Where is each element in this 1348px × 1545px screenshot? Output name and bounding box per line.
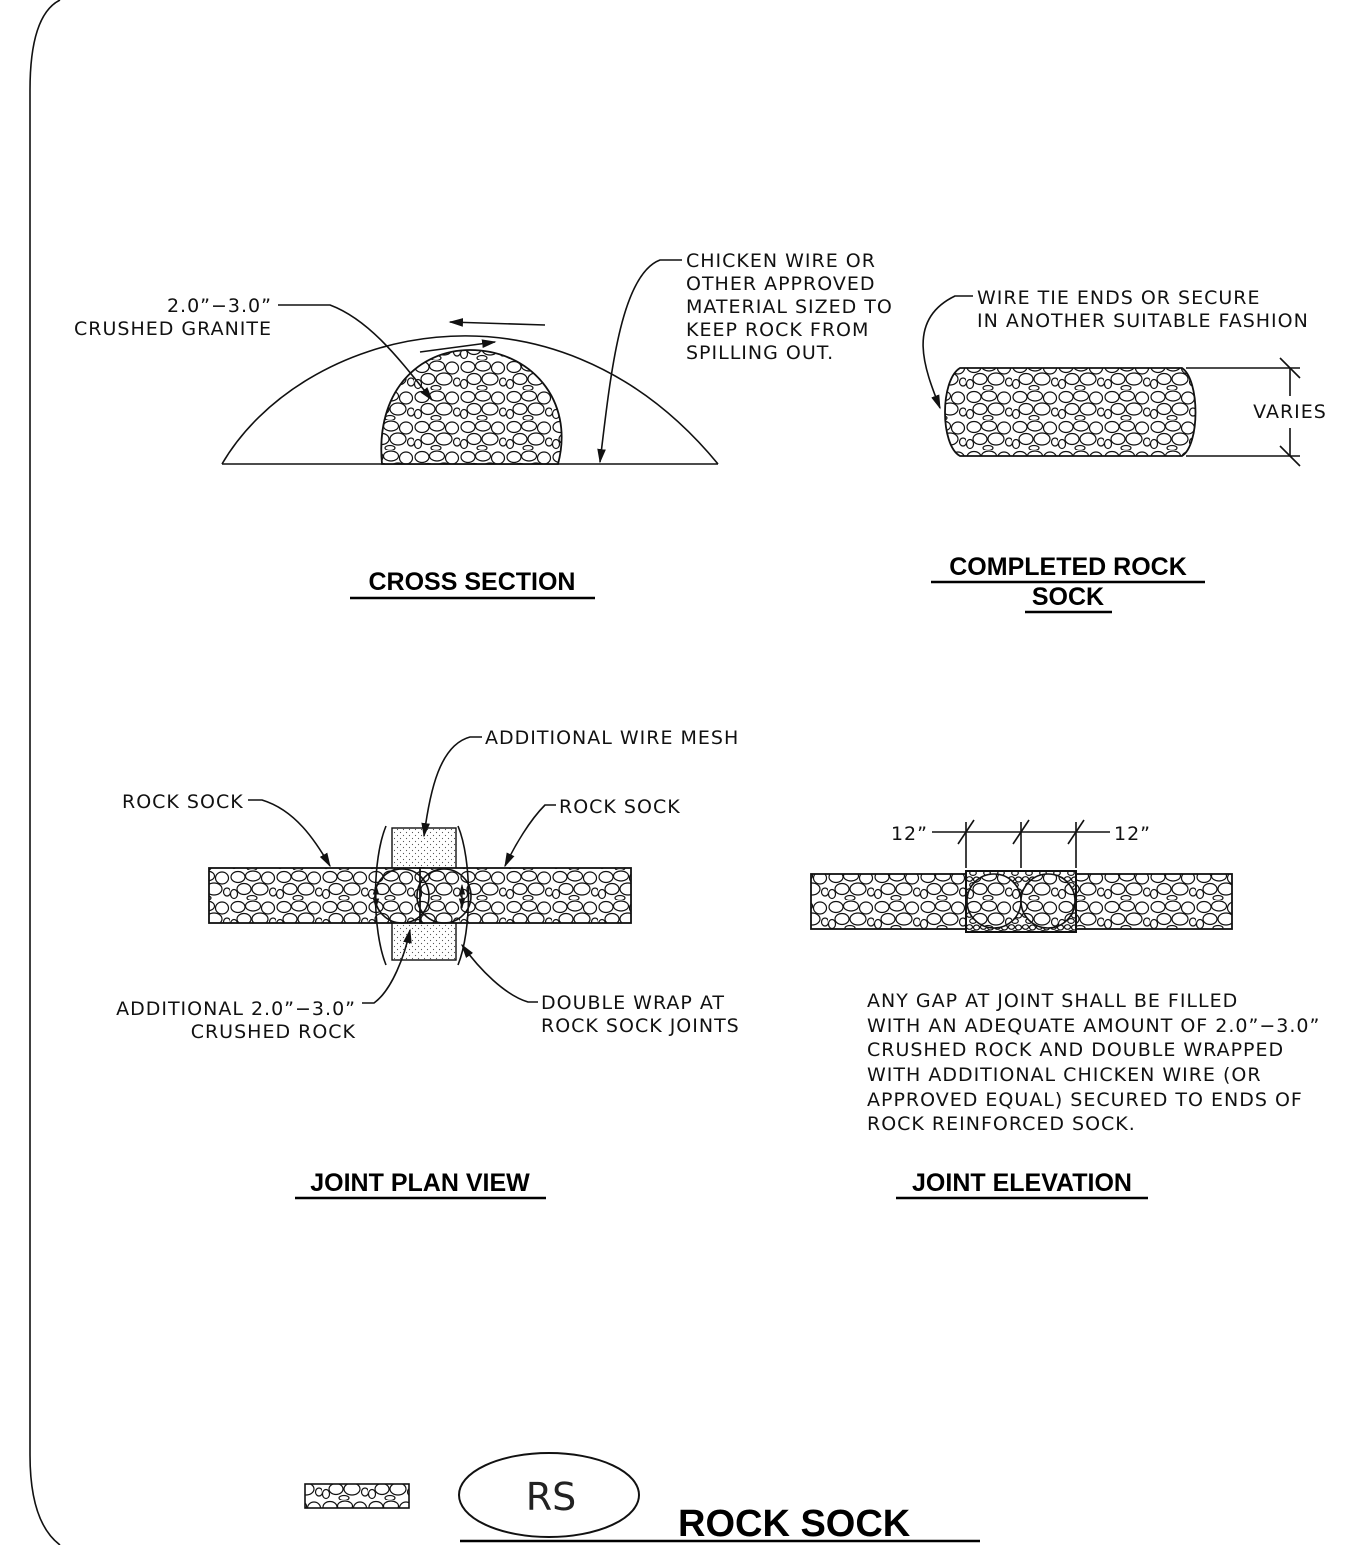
legend xyxy=(304,1452,980,1543)
note-line-1: ANY GAP AT JOINT SHALL BE FILLED xyxy=(867,990,1238,1012)
legend-symbol-ellipse xyxy=(458,1452,640,1538)
label-wire-line-1: CHICKEN WIRE OR xyxy=(686,250,876,272)
dim-label-right: 12” xyxy=(1114,823,1151,845)
sheet-border xyxy=(29,0,61,1545)
leader-tie xyxy=(922,295,973,410)
note-line-2: WITH AN ADEQUATE AMOUNT OF 2.0”−3.0” xyxy=(867,1015,1320,1037)
leader-sock-left xyxy=(248,799,331,868)
legend-title: ROCK SOCK xyxy=(678,1503,911,1545)
flow-arrow-left xyxy=(448,318,546,327)
title-completed-line-2: SOCK xyxy=(1032,583,1104,611)
label-granite-size: 2.0”−3.0” xyxy=(167,295,272,317)
label-wrap-line-2: ROCK SOCK JOINTS xyxy=(541,1015,740,1037)
sock-left xyxy=(208,867,425,924)
elev-sock-left xyxy=(810,873,987,930)
note-line-4: WITH ADDITIONAL CHICKEN WIRE (OR xyxy=(867,1064,1262,1086)
title-joint-elevation: JOINT ELEVATION xyxy=(912,1169,1132,1197)
flow-arrow-right xyxy=(419,339,497,353)
note-line-5: APPROVED EQUAL) SECURED TO ENDS OF xyxy=(867,1089,1303,1111)
leader-wire xyxy=(597,259,682,464)
dim-tick-bottom xyxy=(1279,445,1301,467)
label-tie-line-2: IN ANOTHER SUITABLE FASHION xyxy=(977,310,1309,332)
label-wire-line-4: KEEP ROCK FROM xyxy=(686,319,869,341)
leader-mesh xyxy=(421,736,482,838)
title-cross-section: CROSS SECTION xyxy=(369,568,576,596)
label-rock-line-1: ADDITIONAL 2.0”−3.0” xyxy=(116,998,356,1020)
legend-symbol-text: RS xyxy=(526,1475,577,1519)
dim-label-left: 12” xyxy=(891,823,928,845)
joint-elevation-diagram xyxy=(810,819,1233,933)
legend-hatch-swatch xyxy=(304,1483,410,1509)
rock-mound xyxy=(380,349,563,465)
label-wire-line-2: OTHER APPROVED xyxy=(686,273,875,295)
dim-tick-2 xyxy=(1012,819,1030,845)
joint-plan-diagram xyxy=(208,736,632,1004)
label-wire-line-5: SPILLING OUT. xyxy=(686,342,834,364)
label-tie-line-1: WIRE TIE ENDS OR SECURE xyxy=(977,287,1260,309)
sock-end-right xyxy=(416,868,472,924)
sock-body xyxy=(944,367,1197,457)
label-varies: VARIES xyxy=(1253,401,1327,423)
dim-tick-top xyxy=(1279,357,1301,379)
completed-sock-diagram xyxy=(922,295,1301,467)
joint-wrap xyxy=(965,870,1077,933)
leader-granite xyxy=(278,304,433,402)
elev-sock-right xyxy=(1055,873,1233,930)
elev-end-left xyxy=(966,873,1022,929)
sock-right xyxy=(419,867,632,924)
label-rock-line-2: CRUSHED ROCK xyxy=(191,1021,356,1043)
label-granite-type: CRUSHED GRANITE xyxy=(74,318,272,340)
note-line-3: CRUSHED ROCK AND DOUBLE WRAPPED xyxy=(867,1039,1284,1061)
leader-rock xyxy=(362,928,412,1004)
leader-wrap xyxy=(461,943,538,1003)
title-completed-line-1: COMPLETED ROCK xyxy=(949,553,1187,581)
title-joint-plan: JOINT PLAN VIEW xyxy=(310,1169,530,1197)
label-sock-right: ROCK SOCK xyxy=(559,796,681,818)
dim-tick-3 xyxy=(1067,819,1085,845)
label-wire-line-3: MATERIAL SIZED TO xyxy=(686,296,893,318)
label-mesh: ADDITIONAL WIRE MESH xyxy=(485,727,739,749)
cross-section-diagram xyxy=(221,259,719,465)
label-sock-left: ROCK SOCK xyxy=(122,791,244,813)
note-line-6: ROCK REINFORCED SOCK. xyxy=(867,1113,1136,1135)
label-wrap-line-1: DOUBLE WRAP AT xyxy=(541,992,725,1014)
dim-tick-1 xyxy=(957,819,975,845)
wire-arc xyxy=(221,335,719,465)
leader-sock-right xyxy=(504,804,556,868)
elev-end-right xyxy=(1020,873,1076,929)
